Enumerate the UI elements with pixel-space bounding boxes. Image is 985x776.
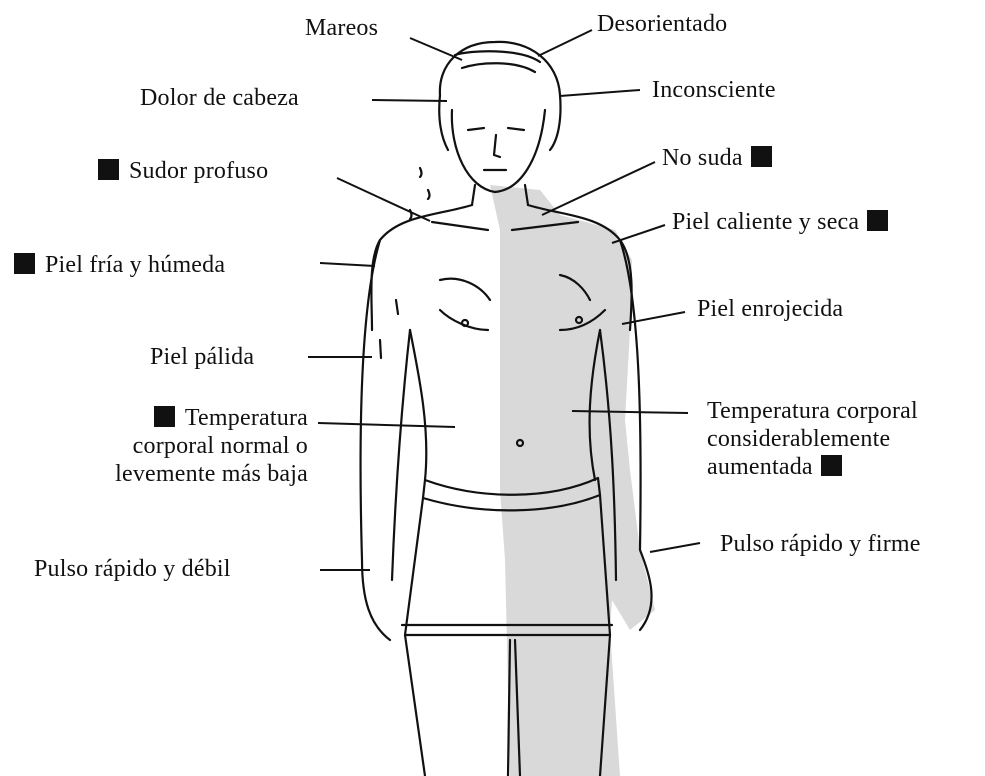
label-piel-fria-humeda-text: Piel fría y húmeda	[45, 252, 225, 278]
label-temp-normal-line2: corporal normal o	[76, 432, 308, 460]
sweat-drops	[380, 168, 430, 358]
leader-no-suda	[542, 162, 655, 215]
label-no-suda: No suda	[662, 144, 772, 172]
eyes	[468, 128, 524, 130]
label-piel-palida: Piel pálida	[150, 343, 254, 371]
label-piel-caliente-seca-text: Piel caliente y seca	[672, 209, 859, 235]
label-temp-normal-line1-text: Temperatura	[185, 405, 308, 431]
label-piel-enrojecida-text: Piel enrojecida	[697, 296, 843, 322]
marker-square	[867, 210, 888, 231]
nose	[494, 135, 500, 157]
label-temp-normal: Temperatura corporal normal o levemente …	[76, 404, 308, 488]
label-temp-aumentada-line1: Temperatura corporal	[707, 397, 918, 425]
leader-pulso-firme	[650, 543, 700, 552]
leader-inconsciente	[560, 90, 640, 96]
leader-sudor-profuso	[337, 178, 430, 221]
label-pulso-debil: Pulso rápido y débil	[34, 555, 231, 583]
label-desorientado-text: Desorientado	[597, 11, 727, 37]
marker-square	[154, 406, 175, 427]
label-piel-palida-text: Piel pálida	[150, 344, 254, 370]
label-temp-aumentada-line2: considerablemente	[707, 425, 918, 453]
label-pulso-debil-text: Pulso rápido y débil	[34, 556, 231, 582]
label-temp-normal-line1: Temperatura	[76, 404, 308, 432]
marker-square	[751, 146, 772, 167]
label-no-suda-text: No suda	[662, 145, 743, 171]
left-nipple	[462, 320, 468, 326]
left-arm	[361, 240, 410, 640]
label-piel-enrojecida: Piel enrojecida	[697, 295, 843, 323]
marker-square	[14, 253, 35, 274]
label-sudor-profuso-text: Sudor profuso	[129, 158, 268, 184]
label-temp-normal-line3: levemente más baja	[76, 460, 308, 488]
leader-piel-caliente	[612, 225, 665, 243]
label-pulso-firme: Pulso rápido y firme	[720, 530, 921, 558]
marker-square	[98, 159, 119, 180]
left-shoulder	[371, 205, 472, 330]
leader-desorientado	[538, 30, 592, 56]
label-piel-caliente-seca: Piel caliente y seca	[672, 208, 888, 236]
label-dolor-cabeza: Dolor de cabeza	[140, 84, 299, 112]
label-mareos-text: Mareos	[305, 15, 378, 41]
label-piel-fria-humeda: Piel fría y húmeda	[14, 251, 225, 279]
leader-temp-normal	[318, 423, 455, 427]
label-temp-aumentada-line3: aumentada	[707, 453, 918, 481]
label-mareos: Mareos	[305, 14, 378, 42]
marker-square	[821, 455, 842, 476]
label-desorientado: Desorientado	[597, 10, 727, 38]
label-temp-aumentada-line3-text: aumentada	[707, 454, 813, 480]
leader-dolor-cabeza	[372, 100, 447, 101]
label-pulso-firme-text: Pulso rápido y firme	[720, 531, 921, 557]
label-inconsciente: Inconsciente	[652, 76, 776, 104]
leader-mareos	[410, 38, 462, 60]
label-temp-aumentada: Temperatura corporal considerablemente a…	[707, 397, 918, 481]
label-sudor-profuso: Sudor profuso	[98, 157, 268, 185]
leader-piel-fria	[320, 263, 375, 266]
label-inconsciente-text: Inconsciente	[652, 77, 776, 103]
label-dolor-cabeza-text: Dolor de cabeza	[140, 85, 299, 111]
face	[452, 110, 545, 192]
